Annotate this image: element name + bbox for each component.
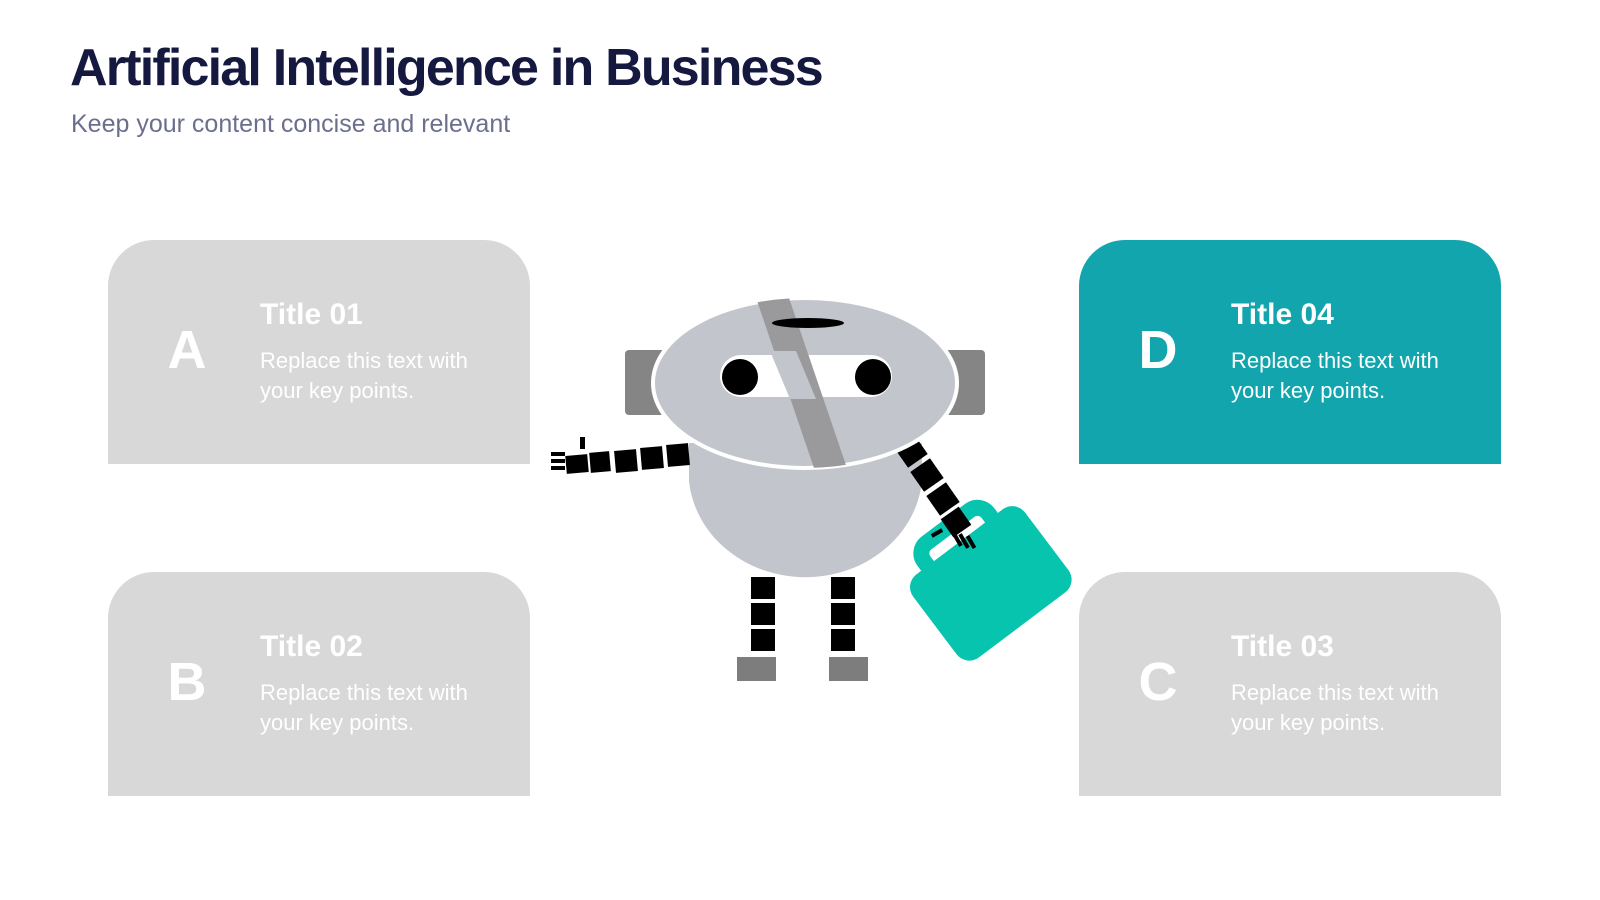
card-title: Title 02 — [260, 630, 363, 663]
robot-body — [689, 443, 922, 578]
card-letter: C — [1138, 652, 1178, 712]
card-title: Title 01 — [260, 298, 363, 331]
robot-legs — [751, 577, 855, 651]
briefcase-icon — [910, 499, 1072, 661]
card-text: Replace this text with your key points. — [260, 348, 468, 403]
card-b: B Title 02 Replace this text with your k… — [108, 572, 530, 796]
page-title: Artificial Intelligence in Business — [70, 39, 824, 97]
card-a: A Title 01 Replace this text with your k… — [108, 240, 530, 464]
robot-right-arm — [894, 434, 977, 550]
card-c: C Title 03 Replace this text with your k… — [1079, 572, 1501, 796]
card-letter: B — [167, 652, 207, 712]
robot-visor — [720, 298, 892, 468]
robot-left-eye-icon — [722, 359, 758, 395]
robot-right-eye-icon — [855, 359, 891, 395]
robot-feet — [737, 657, 868, 681]
robot-with-briefcase-icon — [551, 296, 1072, 681]
robot-left-arm — [551, 437, 690, 474]
card-text: Replace this text with your key points. — [1231, 680, 1439, 735]
card-letter: D — [1138, 320, 1178, 380]
card-text: Replace this text with your key points. — [1231, 348, 1439, 403]
robot-antenna-slot — [772, 318, 844, 328]
card-title: Title 03 — [1231, 630, 1334, 663]
page-subtitle: Keep your content concise and relevant — [71, 110, 511, 138]
card-text: Replace this text with your key points. — [260, 680, 468, 735]
card-title: Title 04 — [1231, 298, 1334, 331]
card-d: D Title 04 Replace this text with your k… — [1079, 240, 1501, 464]
card-letter: A — [167, 320, 207, 380]
